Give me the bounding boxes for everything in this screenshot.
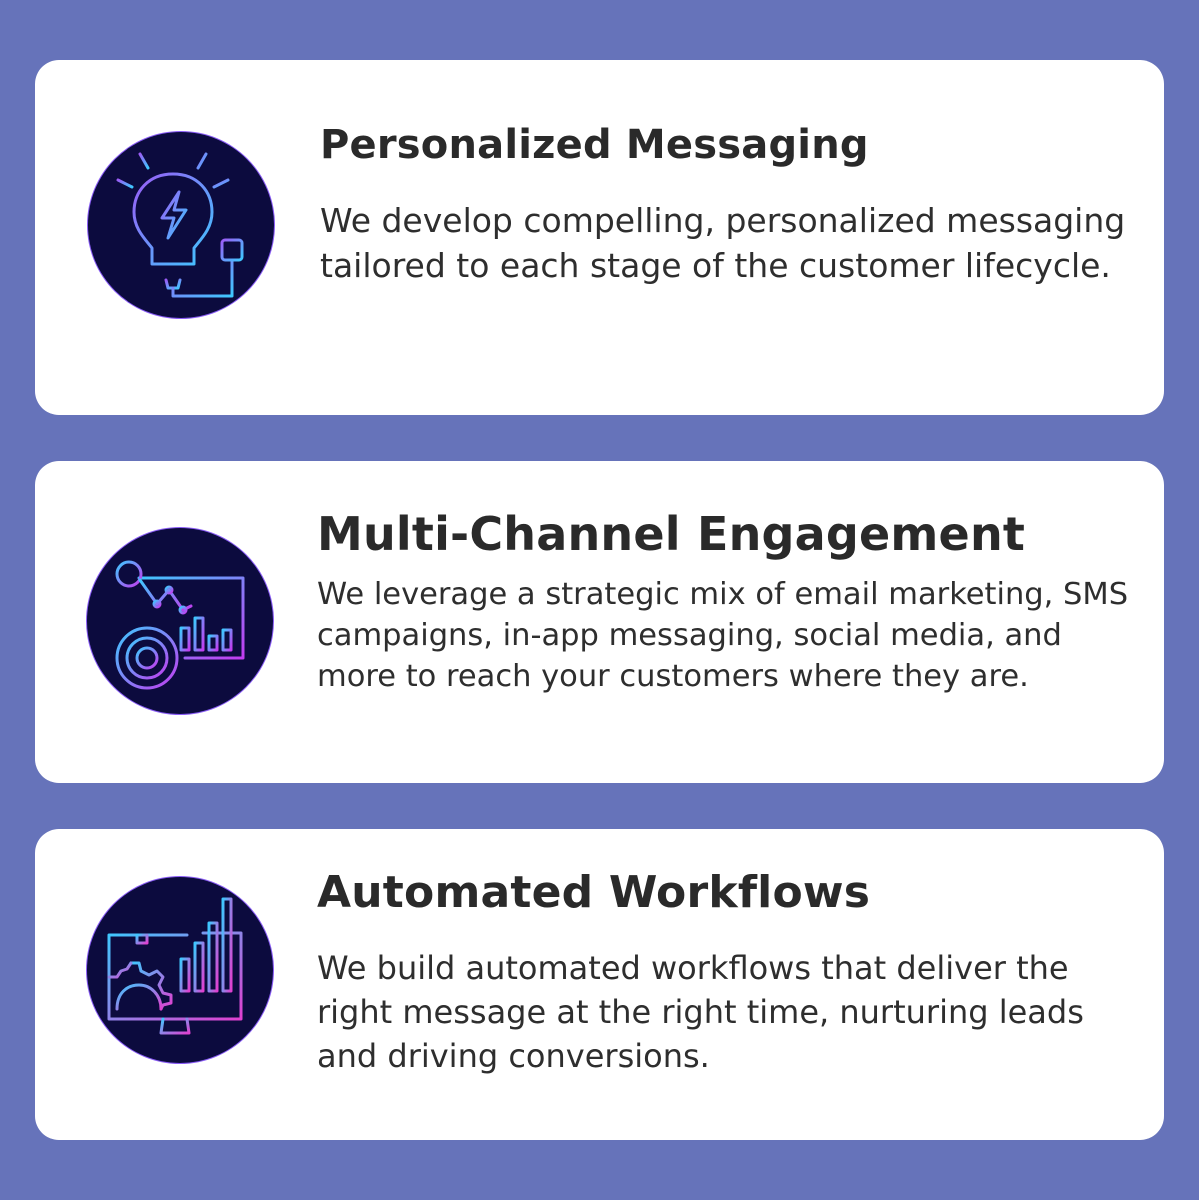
card-title: Multi-Channel Engagement — [317, 507, 1026, 561]
analytics-dashboard-icon — [87, 528, 273, 714]
card-description: We leverage a strategic mix of email mar… — [317, 577, 1129, 694]
card-title: Automated Workflows — [317, 867, 871, 918]
service-card-automated-workflows: Automated Workflows We build automated w… — [35, 829, 1164, 1140]
monitor-gear-chart-icon — [87, 877, 273, 1063]
lightbulb-icon-graphic — [116, 147, 244, 298]
monitor-icon-graphic — [107, 897, 243, 1039]
dashboard-icon-graphic — [115, 560, 245, 690]
service-card-multi-channel-engagement: Multi-Channel Engagement We leverage a s… — [35, 461, 1164, 783]
lightbulb-plug-icon — [88, 132, 274, 318]
card-description: We build automated workflows that delive… — [317, 949, 1084, 1075]
card-title: Personalized Messaging — [320, 122, 869, 168]
service-card-personalized-messaging: Personalized Messaging We develop compel… — [35, 60, 1164, 415]
card-description: We develop compelling, personalized mess… — [320, 201, 1126, 285]
